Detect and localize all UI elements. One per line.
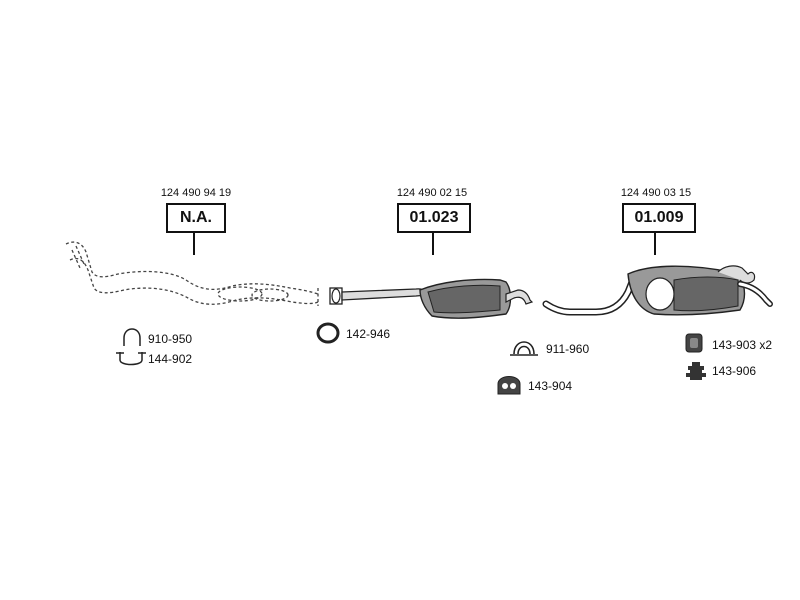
part-code-rear-silencer[interactable]: 01.009: [622, 203, 696, 233]
leader-line-front-pipe: [193, 233, 195, 255]
accessory-label-143-903: 143-903 x2: [712, 338, 773, 352]
rubber-block-icon: [685, 333, 703, 353]
gasket-ring-icon: [316, 322, 340, 344]
part-code-middle-silencer[interactable]: 01.023: [397, 203, 471, 233]
rear-silencer-drawing: [542, 265, 773, 316]
oe-number-middle-silencer: 124 490 02 15: [396, 187, 468, 199]
leader-line-rear-silencer: [654, 233, 656, 255]
accessory-label-143-906: 143-906: [712, 364, 757, 378]
part-code-front-pipe[interactable]: N.A.: [166, 203, 226, 233]
u-clamp-icon: [123, 328, 141, 346]
front-pipe-drawing: [65, 241, 319, 306]
oe-number-rear-silencer: 124 490 03 15: [620, 187, 692, 199]
accessory-label-144-902: 144-902: [148, 352, 193, 366]
rubber-hanger-icon: [686, 362, 706, 380]
u-bolt-clamp-icon: [116, 352, 146, 366]
accessory-label-911-960: 911-960: [546, 342, 590, 356]
accessory-label-143-904: 143-904: [528, 379, 573, 393]
pipe-clamp-icon: [510, 341, 538, 356]
accessory-label-142-946: 142-946: [346, 327, 391, 341]
leader-line-middle-silencer: [432, 233, 434, 255]
middle-silencer-drawing: [329, 278, 534, 319]
oe-number-front-pipe: 124 490 94 19: [160, 187, 232, 199]
accessory-label-910-950: 910-950: [148, 332, 193, 346]
rubber-mount-icon: [497, 376, 521, 395]
